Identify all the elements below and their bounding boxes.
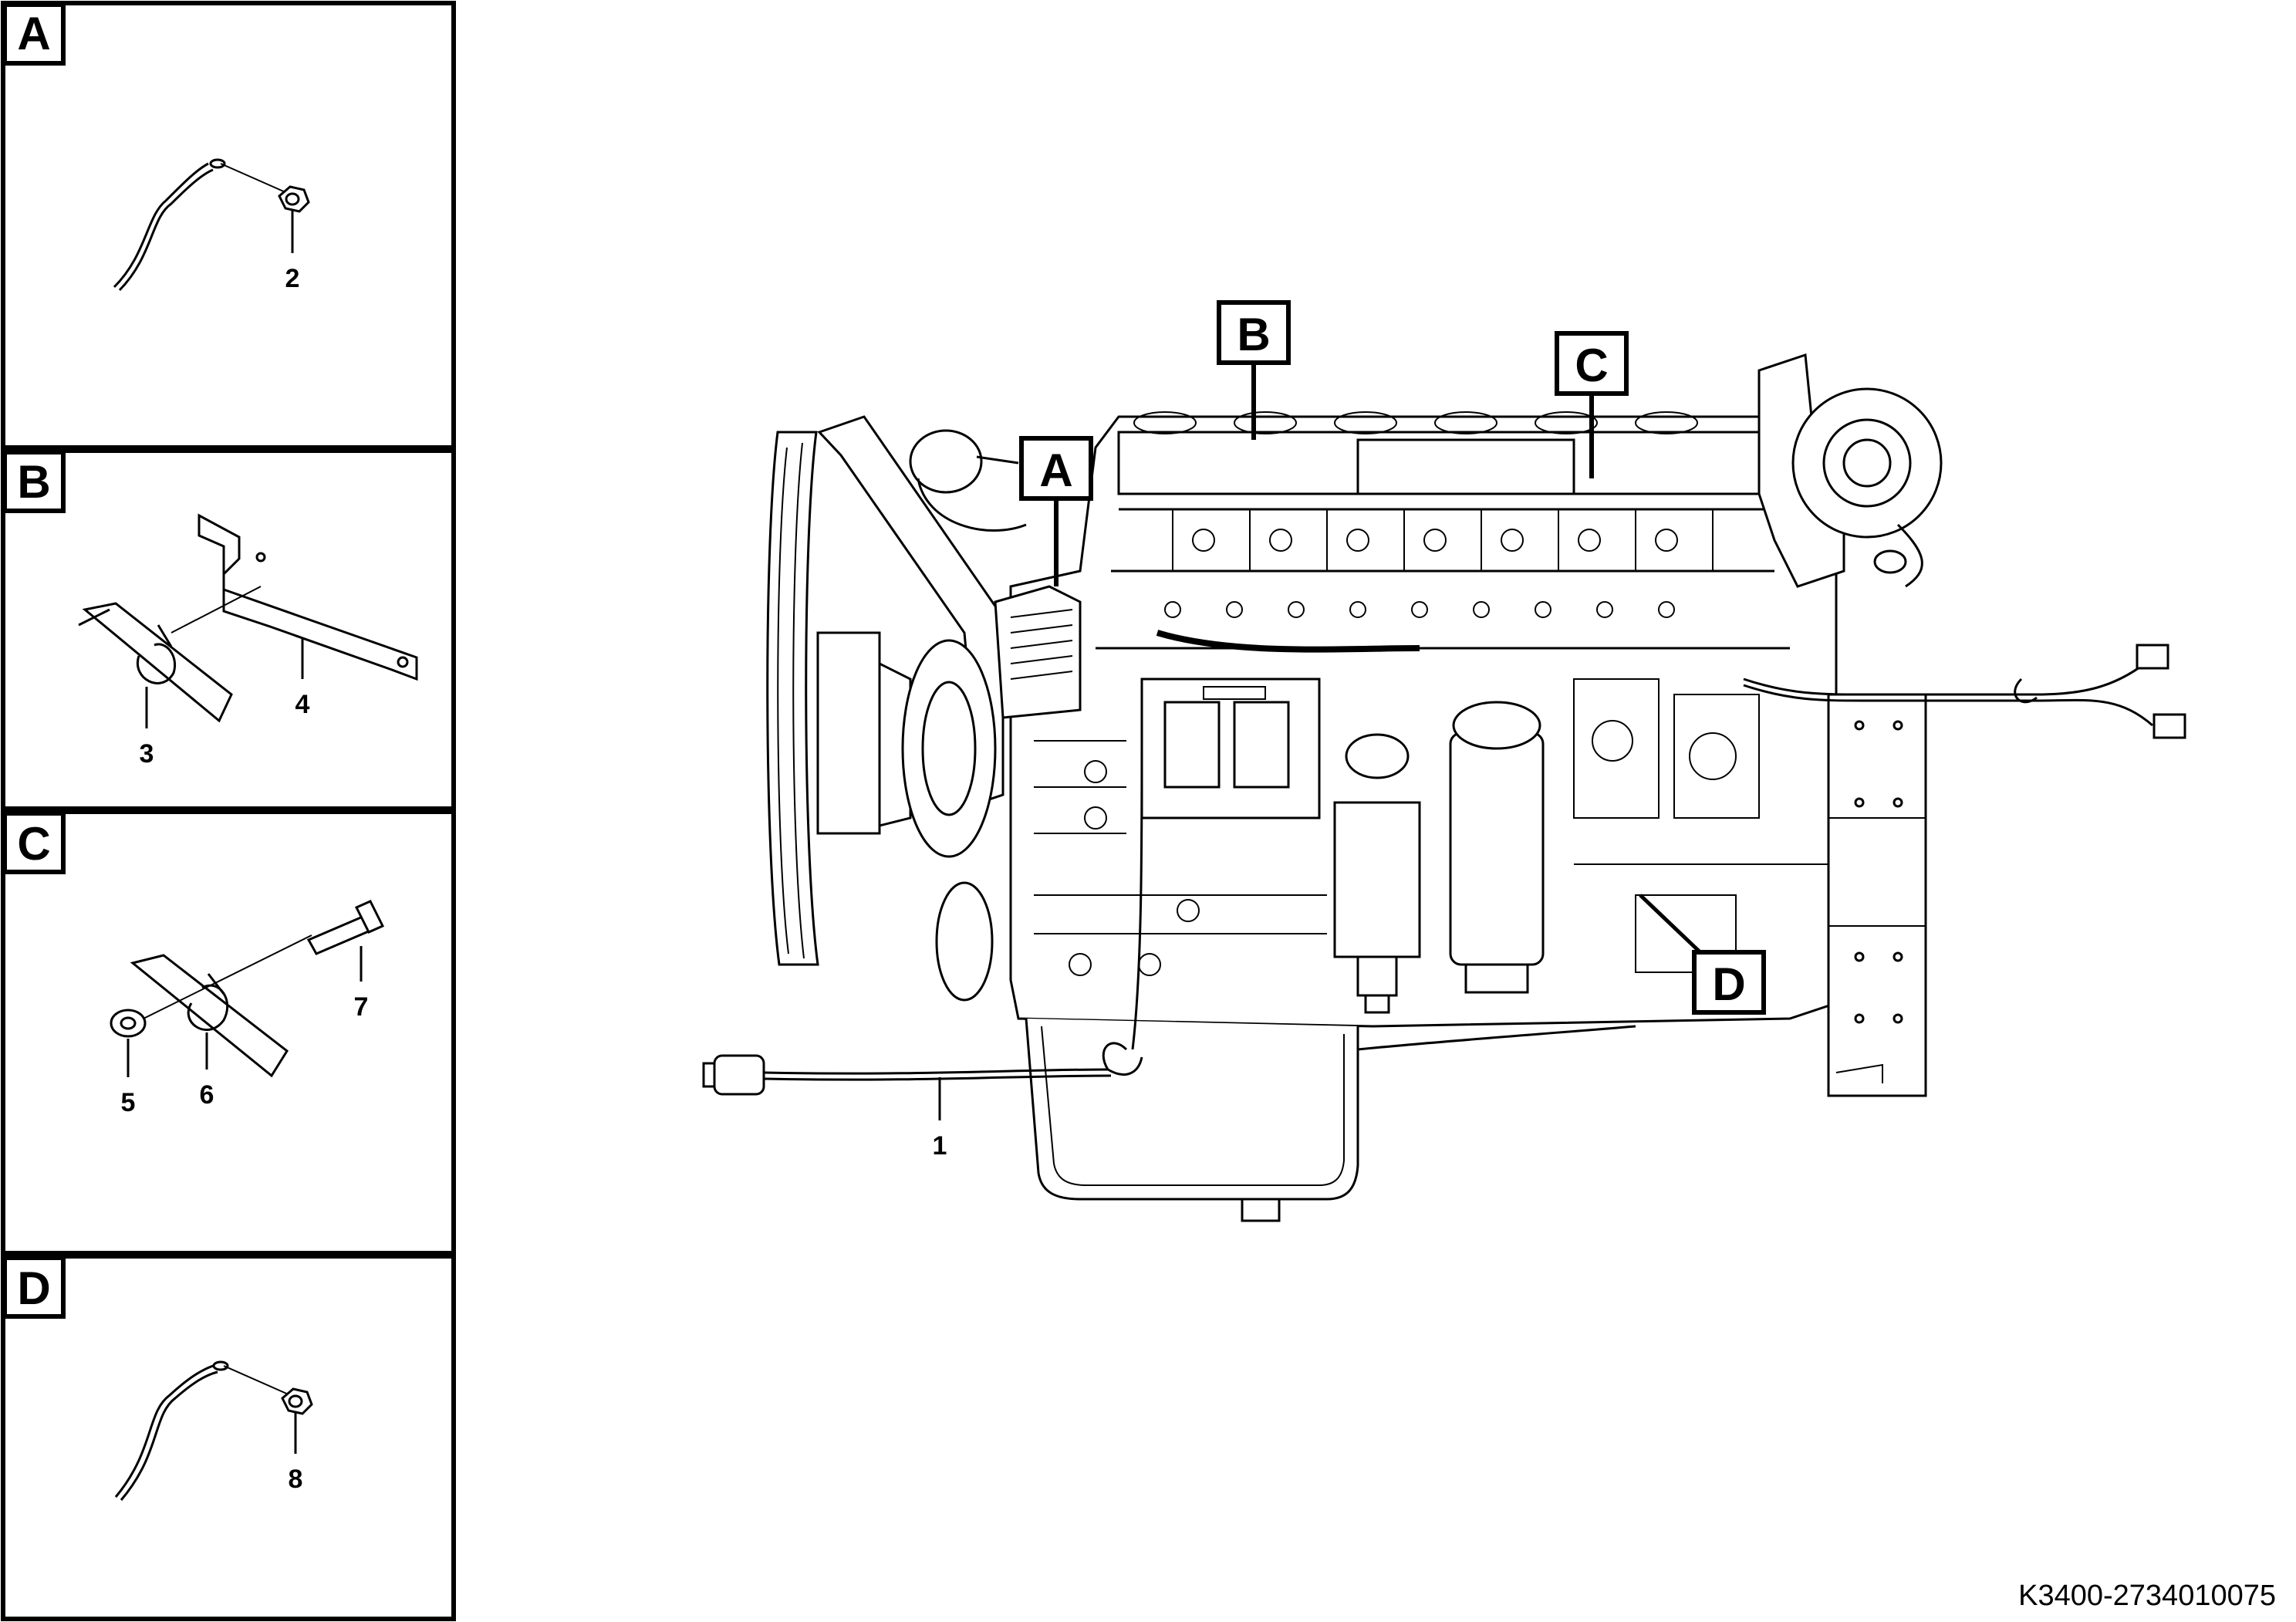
- callout-7: 7: [354, 992, 369, 1022]
- callout-1: 1: [933, 1131, 947, 1161]
- oil-sump: [1025, 1018, 1359, 1201]
- panel-a: A 2: [1, 1, 456, 450]
- tag-a: A: [1019, 436, 1093, 586]
- flywheel-housing: [1827, 693, 1927, 1097]
- callout-4: 4: [295, 690, 310, 719]
- p-clip-icon: [187, 973, 229, 1031]
- callout-8: 8: [289, 1465, 303, 1494]
- panel-d-letter: D: [17, 1262, 50, 1314]
- reference-code: K3400-2734010075: [2018, 1580, 2276, 1612]
- ground-cable-icon: [113, 158, 288, 292]
- fan-icon: [766, 431, 912, 966]
- svg-text:B: B: [1237, 309, 1270, 360]
- panel-a-letter: A: [17, 8, 50, 59]
- callout-3: 3: [140, 739, 154, 769]
- ecu-icon: [1140, 678, 1321, 819]
- oil-filter-icon: [1449, 701, 1545, 994]
- callout-2: 2: [285, 264, 300, 293]
- panel-b: B 3 4: [1, 448, 456, 811]
- svg-text:C: C: [1575, 340, 1608, 391]
- p-clip-icon: [136, 624, 176, 684]
- panel-d: D 8: [1, 1254, 456, 1621]
- pulley-icon: [901, 639, 997, 1002]
- panel-c: C 5 6 7: [1, 809, 456, 1255]
- tag-b: B: [1217, 300, 1291, 440]
- nut-icon: [281, 1387, 313, 1415]
- ground-cable-icon: [114, 1360, 291, 1501]
- svg-text:A: A: [1039, 444, 1072, 496]
- engine-illustration: [702, 353, 2186, 1222]
- panel-b-letter: B: [17, 456, 50, 508]
- bolt-icon: [306, 900, 385, 955]
- panel-c-letter: C: [17, 818, 50, 870]
- callout-6: 6: [200, 1080, 214, 1110]
- bracket-icon: [198, 513, 418, 681]
- nut-icon: [278, 185, 310, 213]
- tag-c: C: [1555, 331, 1629, 478]
- washer-icon: [110, 1009, 147, 1038]
- svg-text:D: D: [1712, 958, 1745, 1010]
- air-pipe: [909, 429, 1027, 532]
- turbocharger-icon: [1757, 353, 1943, 588]
- callout-5: 5: [121, 1088, 136, 1117]
- fuel-filter-icon: [1333, 733, 1421, 1014]
- wiring-harness-1: [702, 740, 1143, 1096]
- wiring-harness-right: [1743, 644, 2186, 739]
- hose-icon: [78, 602, 233, 723]
- tag-d: D: [1639, 894, 1766, 1015]
- alternator-icon: [994, 585, 1082, 719]
- hose-icon: [130, 954, 289, 1078]
